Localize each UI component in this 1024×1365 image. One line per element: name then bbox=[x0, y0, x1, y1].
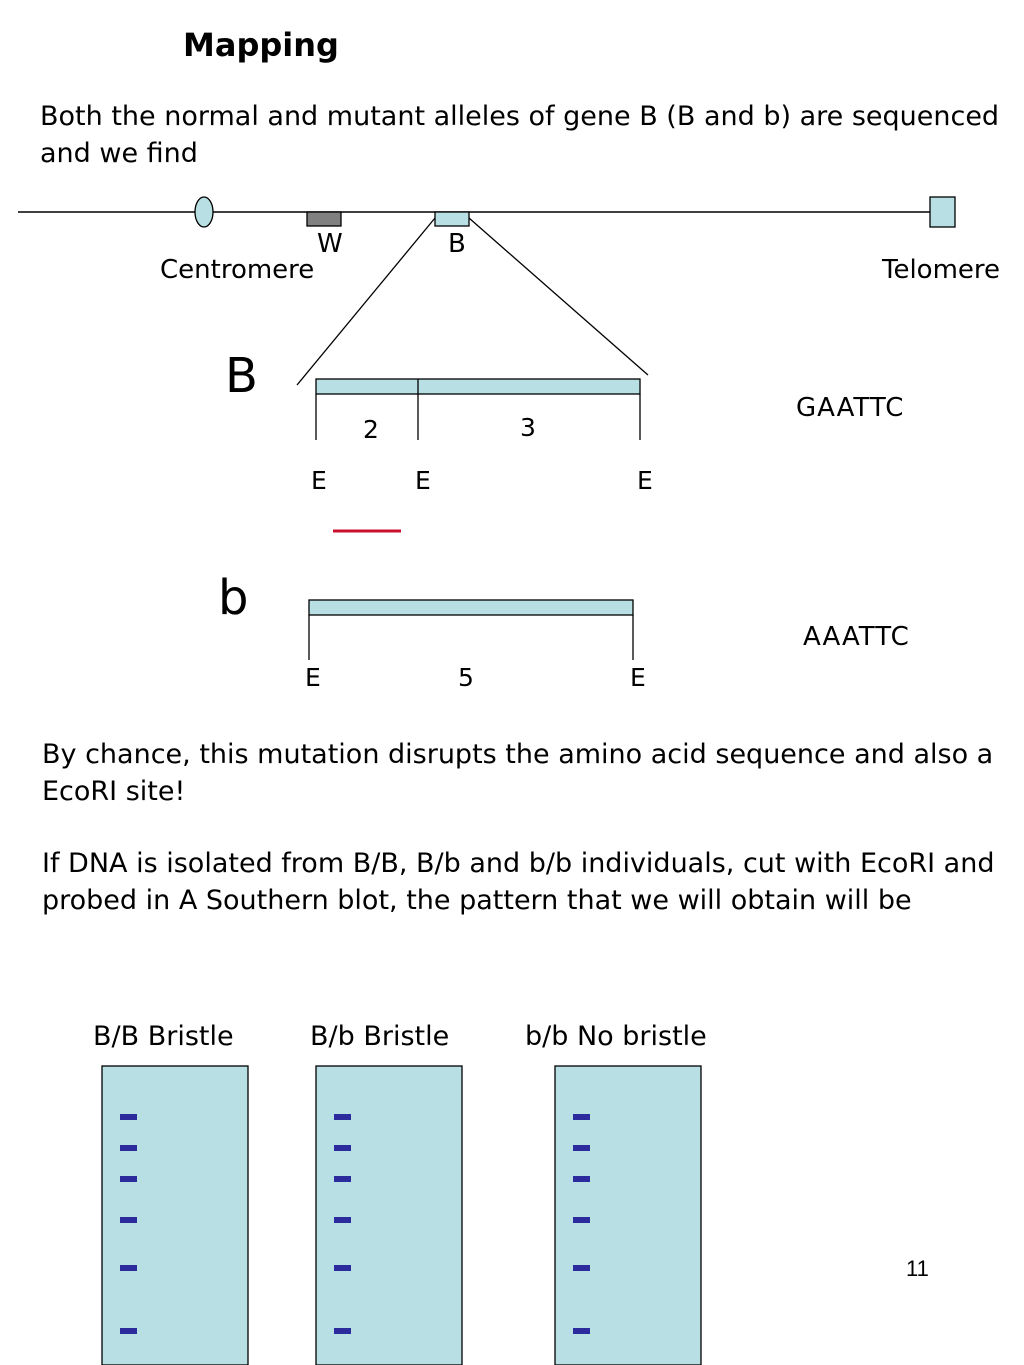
page-title: Mapping bbox=[183, 26, 339, 64]
southern-paragraph: If DNA is isolated from B/B, B/b and b/b… bbox=[42, 848, 995, 916]
gel-band bbox=[334, 1145, 351, 1151]
allele-b-normal-bar bbox=[315, 378, 641, 395]
fragment-size-label: 5 bbox=[458, 663, 474, 692]
gel-band bbox=[120, 1328, 137, 1334]
gel-lane bbox=[315, 1065, 463, 1365]
mutation-paragraph: By chance, this mutation disrupts the am… bbox=[42, 739, 994, 807]
gene-w-box bbox=[306, 211, 342, 227]
gel-label: b/b No bristle bbox=[525, 1021, 707, 1052]
gel-band bbox=[334, 1265, 351, 1271]
gel-lane bbox=[101, 1065, 249, 1365]
gel-band bbox=[573, 1265, 590, 1271]
allele-normal-sequence: GAATTC bbox=[796, 393, 905, 423]
gel-band bbox=[120, 1114, 137, 1120]
telomere-box bbox=[929, 196, 956, 228]
gene-w-label: W bbox=[317, 229, 343, 259]
gel-band bbox=[334, 1176, 351, 1182]
zoom-line-left bbox=[296, 217, 436, 386]
allele-mutant-sequence: AAATTC bbox=[803, 622, 910, 652]
southern-blot bbox=[101, 1065, 702, 1365]
gel-label: B/b Bristle bbox=[310, 1021, 450, 1052]
fragment-size-label: 3 bbox=[520, 413, 536, 442]
ecori-site-label: E bbox=[637, 466, 653, 495]
allele-normal-label: B bbox=[225, 348, 258, 404]
gel-band bbox=[120, 1145, 137, 1151]
gel-band bbox=[334, 1328, 351, 1334]
zoom-line-right bbox=[468, 217, 649, 376]
ecori-site-label: E bbox=[311, 466, 327, 495]
gel-band bbox=[334, 1217, 351, 1223]
gel-lane bbox=[554, 1065, 702, 1365]
gel-band bbox=[120, 1265, 137, 1271]
gel-label: B/B Bristle bbox=[93, 1021, 234, 1052]
centromere-label: Centromere bbox=[160, 255, 315, 285]
fragment-size-label: 2 bbox=[363, 415, 379, 444]
intro-paragraph: Both the normal and mutant alleles of ge… bbox=[40, 101, 1000, 169]
gene-b-box bbox=[434, 211, 470, 227]
telomere-label: Telomere bbox=[882, 255, 1001, 285]
ecori-site-label: E bbox=[305, 663, 321, 692]
allele-mutant-label: b bbox=[218, 570, 249, 626]
gel-band bbox=[573, 1176, 590, 1182]
gel-band bbox=[573, 1217, 590, 1223]
gene-b-label: B bbox=[448, 229, 466, 259]
allele-b-mutant-bar bbox=[308, 599, 634, 616]
gel-band bbox=[573, 1328, 590, 1334]
ecori-site-label: E bbox=[415, 466, 431, 495]
gel-band bbox=[573, 1114, 590, 1120]
page-number: 11 bbox=[906, 1256, 929, 1281]
gel-band bbox=[334, 1114, 351, 1120]
gel-band bbox=[120, 1217, 137, 1223]
ecori-site-label: E bbox=[630, 663, 646, 692]
gel-band bbox=[573, 1145, 590, 1151]
gel-band bbox=[120, 1176, 137, 1182]
centromere-shape bbox=[194, 196, 214, 228]
